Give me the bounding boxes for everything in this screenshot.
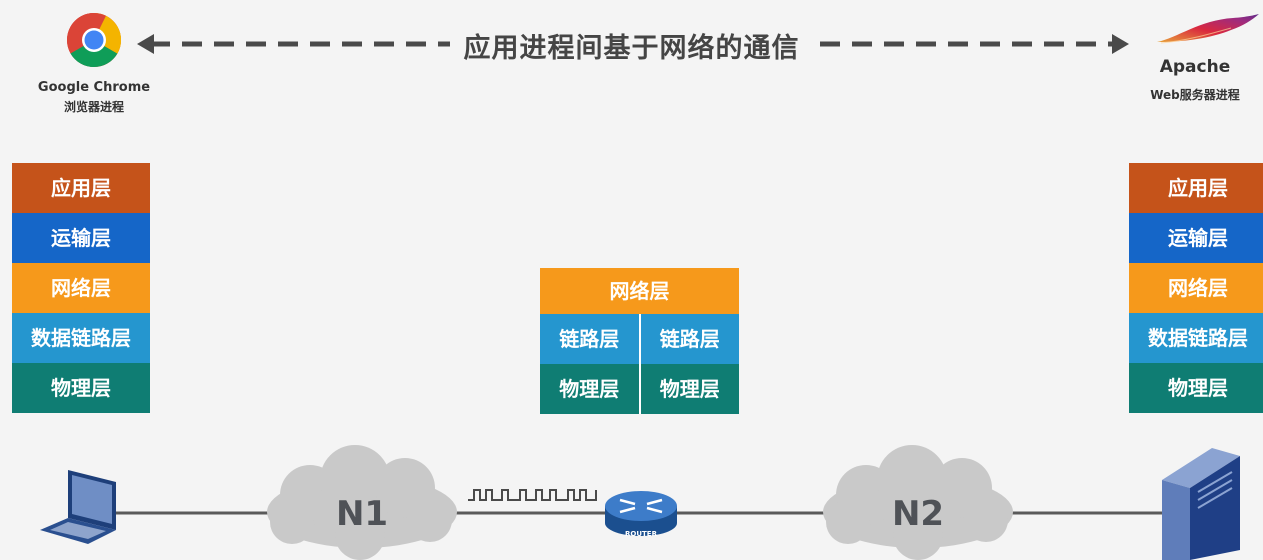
router-label: ROUTER xyxy=(625,530,657,538)
left-transport-layer: 运输层 xyxy=(12,213,150,263)
router-network-layer: 网络层 xyxy=(540,268,739,314)
left-application-layer: 应用层 xyxy=(12,163,150,213)
right-transport-layer: 运输层 xyxy=(1129,213,1263,263)
router-link-layer-left: 链路层 xyxy=(540,314,641,364)
apache-feather-icon xyxy=(1157,14,1259,44)
cloud-n2-icon xyxy=(823,445,1013,560)
network-n1-label: N1 xyxy=(335,494,389,534)
server-icon xyxy=(1162,448,1240,560)
left-datalink-layer: 数据链路层 xyxy=(12,313,150,363)
communication-arrow xyxy=(137,34,1129,54)
signal-waveform-icon xyxy=(468,489,597,501)
laptop-icon xyxy=(40,470,116,544)
diagram-title: 应用进程间基于网络的通信 xyxy=(0,26,1263,65)
right-protocol-stack: 应用层 运输层 网络层 数据链路层 物理层 xyxy=(1129,163,1263,413)
left-protocol-stack: 应用层 运输层 网络层 数据链路层 物理层 xyxy=(12,163,150,413)
cloud-n1-icon xyxy=(267,445,457,560)
right-network-layer: 网络层 xyxy=(1129,263,1263,313)
chrome-app-name: Google Chrome xyxy=(37,80,151,95)
network-n2-label: N2 xyxy=(891,494,945,534)
router-link-layer-right: 链路层 xyxy=(640,314,739,364)
router-physical-layer-right: 物理层 xyxy=(640,364,739,414)
router-protocol-stack: 网络层 链路层 链路层 物理层 物理层 xyxy=(540,268,739,414)
chrome-logo-icon xyxy=(66,12,122,68)
chrome-app-desc: 浏览器进程 xyxy=(63,100,124,114)
left-physical-layer: 物理层 xyxy=(12,363,150,413)
right-datalink-layer: 数据链路层 xyxy=(1129,313,1263,363)
right-application-layer: 应用层 xyxy=(1129,163,1263,213)
apache-app-name: Apache xyxy=(1159,57,1231,77)
network-topology xyxy=(40,445,1240,560)
router-physical-layer-left: 物理层 xyxy=(540,364,641,414)
apache-app-desc: Web服务器进程 xyxy=(1150,88,1240,102)
right-physical-layer: 物理层 xyxy=(1129,363,1263,413)
router-icon xyxy=(605,491,677,536)
left-network-layer: 网络层 xyxy=(12,263,150,313)
